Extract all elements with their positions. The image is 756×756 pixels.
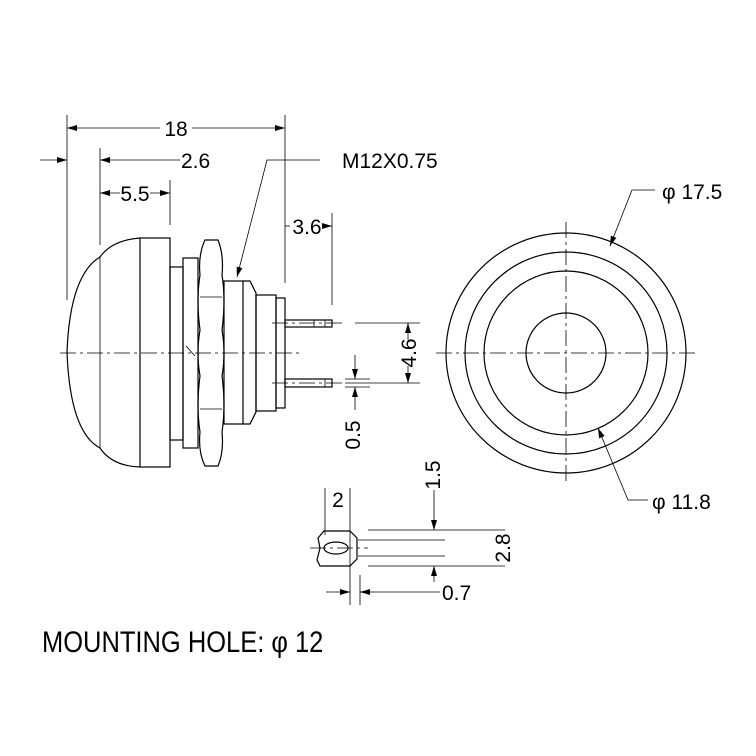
front-view: φ 17.5 φ 11.8 bbox=[436, 181, 722, 514]
dim-outer-diameter: φ 17.5 bbox=[662, 181, 722, 204]
mounting-hole-note: MOUNTING HOLE: φ 12 bbox=[42, 625, 323, 658]
side-view bbox=[60, 237, 342, 468]
cap-body bbox=[139, 237, 171, 468]
dim-terminal-height: 2.8 bbox=[492, 533, 515, 562]
dim-button-diameter: φ 11.8 bbox=[652, 491, 711, 514]
dim-cap-length: 5.5 bbox=[120, 183, 149, 206]
dim-overall-length: 18 bbox=[164, 118, 187, 141]
dim-terminal-width: 2 bbox=[332, 489, 344, 512]
dim-dome-offset: 2.6 bbox=[181, 150, 210, 173]
side-dimensions: 18 2.6 5.5 3.6 M12X0.75 4.6 0.5 bbox=[40, 115, 438, 450]
pin-top bbox=[284, 319, 333, 328]
dim-pin-spacing: 4.6 bbox=[398, 338, 421, 367]
thread bbox=[223, 280, 244, 425]
dome-cap bbox=[66, 237, 141, 468]
dim-pin-thickness: 0.5 bbox=[342, 420, 365, 449]
terminal-outline bbox=[316, 530, 358, 567]
washer bbox=[169, 266, 184, 441]
thread-spec: M12X0.75 bbox=[342, 150, 438, 173]
dim-slot-height: 1.5 bbox=[422, 460, 445, 489]
dim-pin-length: 3.6 bbox=[292, 216, 321, 239]
dim-slot-width: 0.7 bbox=[442, 582, 471, 605]
terminal-detail: 2 1.5 2.8 0.7 bbox=[310, 460, 515, 605]
